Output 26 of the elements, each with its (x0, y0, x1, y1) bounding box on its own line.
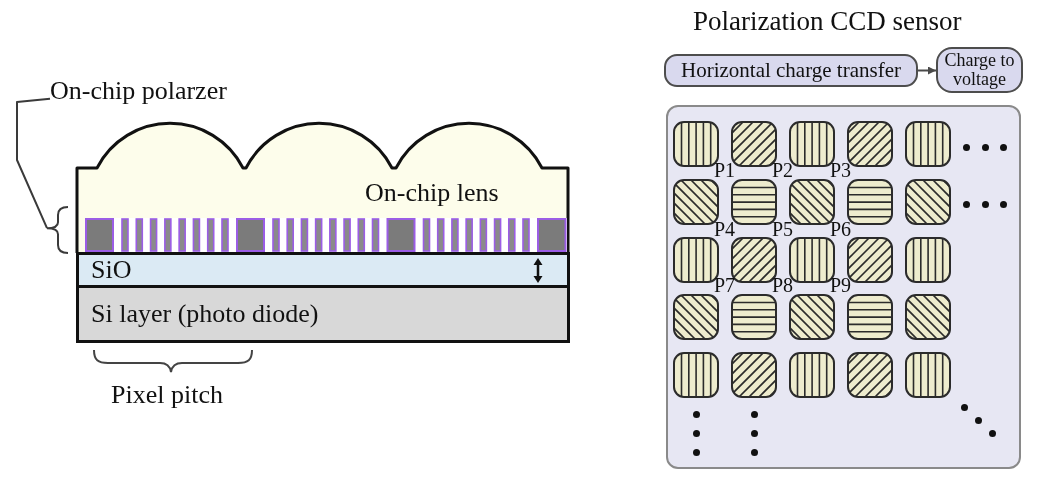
layer-label: On-chip lens (365, 180, 499, 206)
process-label: Horizontal charge transfer (681, 60, 901, 81)
pixel-label: P2 (772, 162, 794, 177)
leader-line (16, 97, 51, 230)
callout-label: On-chip polarzer (50, 78, 227, 104)
pixel-label: P1 (714, 162, 736, 177)
pixel-label: P3 (830, 162, 852, 177)
polarizer-grating (85, 218, 567, 252)
pixel-label: P6 (830, 221, 852, 236)
pixel-label: P9 (830, 277, 852, 292)
arrow (917, 66, 937, 75)
oxide-layer (76, 252, 570, 285)
annotation-label: Pixel pitch (111, 382, 223, 408)
diagram-heading: Polarization CCD sensor (693, 8, 962, 35)
process-box (936, 47, 1023, 93)
pixel-label: P4 (714, 221, 736, 236)
pixel-label: P8 (772, 277, 794, 292)
silicon-layer (76, 285, 570, 343)
process-label: Charge to voltage (943, 51, 1016, 89)
pixel-label: P7 (714, 277, 736, 292)
pixel-label: P5 (772, 221, 794, 236)
layer-label: SiO (91, 257, 132, 283)
layer-label: Si layer (photo diode) (91, 301, 319, 327)
process-box (664, 54, 918, 87)
sensor-panel (666, 105, 1021, 469)
microlens-layer (75, 120, 570, 254)
